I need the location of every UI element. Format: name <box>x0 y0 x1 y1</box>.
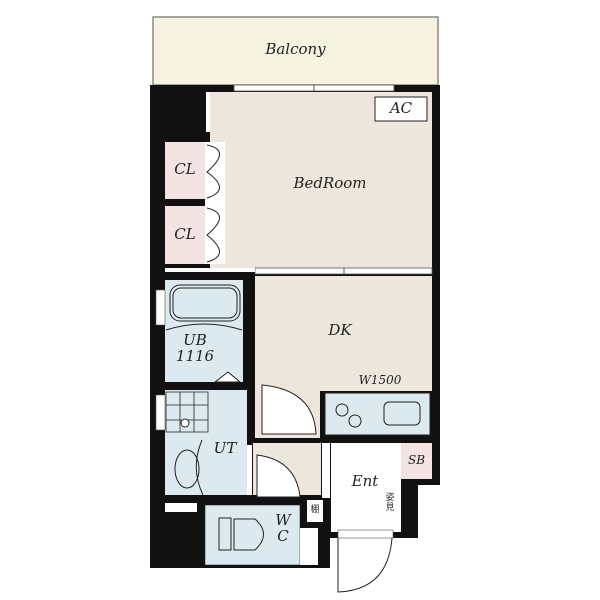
shoe-box <box>401 443 432 479</box>
unit-bath-name: UB <box>183 331 207 349</box>
kitchen-counter <box>324 392 431 436</box>
stove-burner <box>335 403 349 417</box>
ut-door-swing <box>256 454 301 498</box>
ub-door-arrow <box>213 371 242 383</box>
entrance-label: Ent <box>351 472 379 490</box>
toilet-bowl <box>233 518 264 551</box>
closet-1 <box>165 142 205 199</box>
shelf-label: 棚 <box>310 505 320 515</box>
ac-label: AC <box>389 99 413 117</box>
entrance-floor <box>331 443 401 532</box>
balcony-area <box>152 16 439 86</box>
kitchen-width-label: W1500 <box>358 373 402 387</box>
wc-label-line2: C <box>277 526 289 545</box>
ac-box <box>374 96 428 122</box>
utility-label: UT <box>213 439 237 457</box>
wc-label-line1: W <box>275 511 291 529</box>
shelf <box>307 500 323 522</box>
washer-pan <box>165 391 209 433</box>
entrance-door-swing <box>337 537 393 593</box>
bedroom-label: BedRoom <box>293 174 367 192</box>
closet-door-swing <box>206 144 220 263</box>
shoe-box-label: SB <box>407 453 426 467</box>
washbasin <box>174 449 200 489</box>
bedroom-window-side <box>206 92 210 132</box>
sink <box>383 401 421 426</box>
dk-floor <box>255 276 432 391</box>
balcony-label: Balcony <box>265 40 326 58</box>
closet-1-label: CL <box>174 160 196 178</box>
utility-room <box>165 390 247 495</box>
closet-2 <box>165 206 205 264</box>
unit-bath <box>165 280 243 382</box>
dk-label: DK <box>328 321 352 339</box>
mirror-label: 姿見 <box>385 493 395 513</box>
bathtub <box>169 284 241 322</box>
closet-2-label: CL <box>174 225 196 243</box>
unit-bath-size: 1116 <box>175 346 215 365</box>
toilet-tank <box>218 517 232 551</box>
dk-door-swing <box>261 384 317 435</box>
stove-burner <box>348 414 362 428</box>
wc-room <box>204 504 301 566</box>
